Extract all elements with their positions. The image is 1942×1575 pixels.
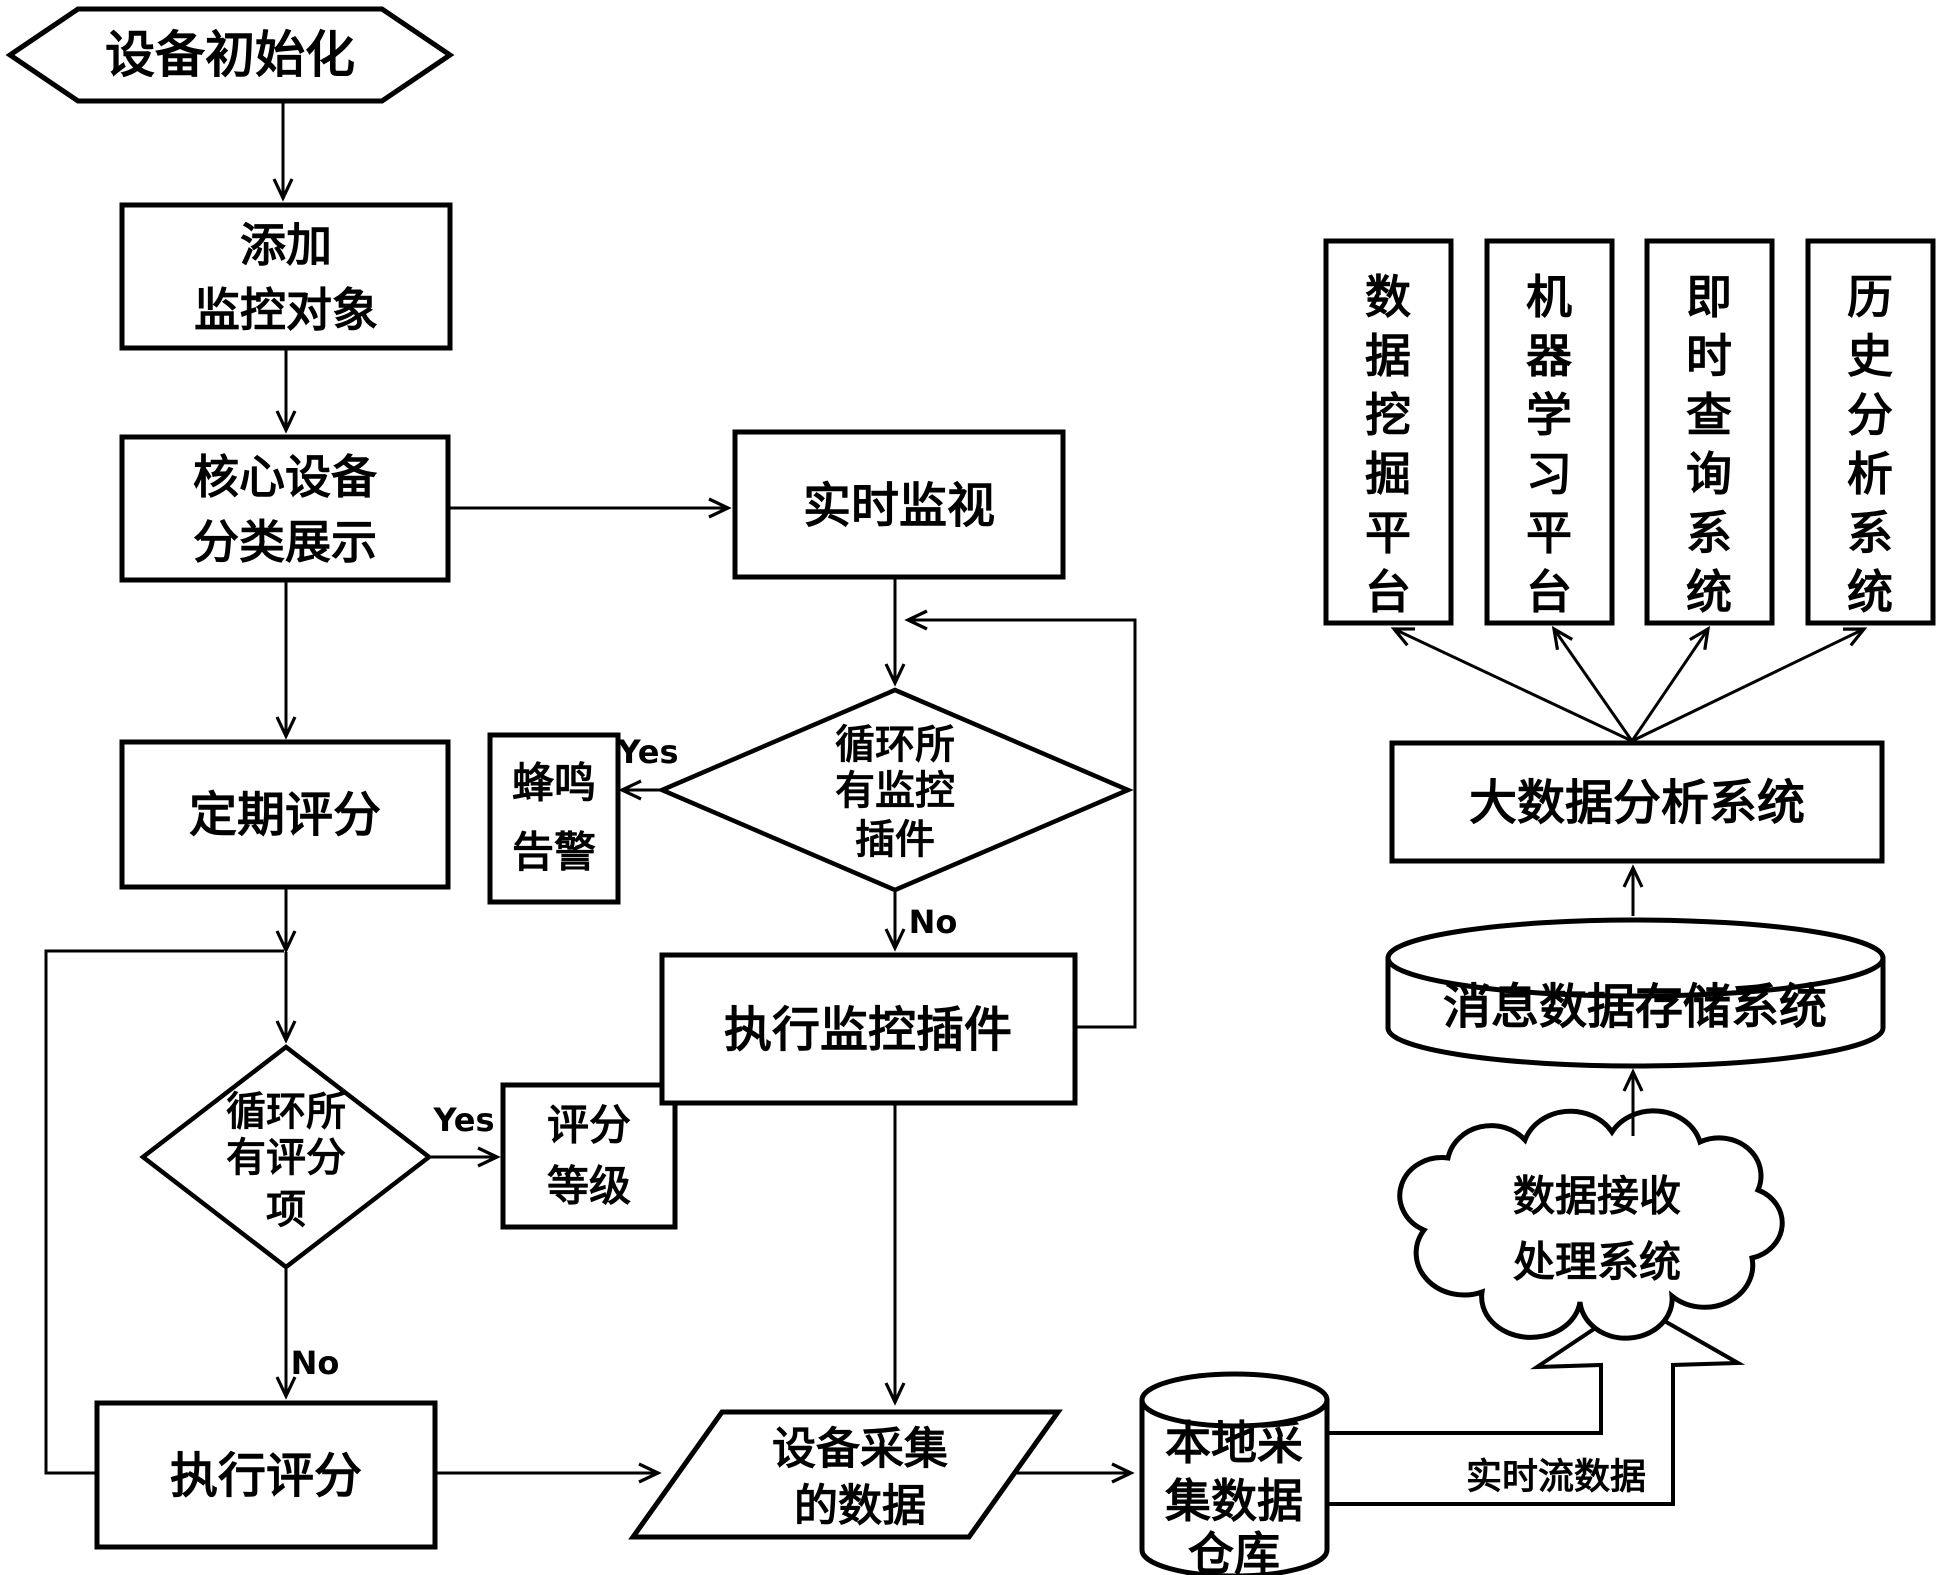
warehouse-line1: 本地采	[1165, 1416, 1303, 1470]
periodic-score-label: 定期评分	[189, 787, 381, 843]
platform1-char3: 挖	[1365, 388, 1411, 442]
buzzer-line1: 蜂鸣	[512, 759, 596, 808]
node-device-init: 设备初始化	[10, 9, 450, 101]
add-monitor-line1: 添加	[240, 218, 332, 272]
plugin-no-label: No	[909, 903, 958, 941]
loop-score-line1: 循环所	[226, 1089, 346, 1135]
platform3-char6: 统	[1686, 565, 1732, 619]
node-bigdata-analysis: 大数据分析系统	[1392, 743, 1882, 861]
platform3-char5: 系	[1686, 506, 1732, 560]
node-realtime-monitor: 实时监视	[735, 432, 1063, 577]
stream-data-label: 实时流数据	[1466, 1457, 1646, 1498]
device-data-line1: 设备采集	[772, 1424, 948, 1475]
cloud-line2: 处理系统	[1513, 1238, 1681, 1287]
platform4-char4: 析	[1847, 447, 1893, 501]
platform2-char1: 机	[1526, 270, 1572, 324]
exec-plugin-label: 执行监控插件	[724, 1002, 1012, 1058]
score-no-label: No	[291, 1344, 340, 1382]
platform4-char3: 分	[1847, 388, 1893, 442]
score-yes-label: Yes	[433, 1101, 495, 1139]
node-platform-instant-query: 即 时 查 询 系 统	[1647, 241, 1772, 623]
node-platform-machine-learning: 机 器 学 习 平 台	[1487, 241, 1612, 623]
node-score-level: 评分 等级	[503, 1085, 675, 1227]
node-periodic-score: 定期评分	[122, 742, 448, 887]
loop-plugin-line3: 插件	[855, 817, 935, 863]
platform3-char3: 查	[1686, 388, 1732, 442]
platform3-char1: 即	[1686, 270, 1732, 324]
platform4-char5: 系	[1847, 506, 1893, 560]
exec-score-label: 执行评分	[170, 1448, 362, 1504]
platform3-char4: 询	[1686, 447, 1732, 501]
edge-analysis-to-platform4	[1632, 629, 1864, 741]
node-local-data-warehouse: 本地采 集数据 仓库	[1142, 1374, 1327, 1575]
platform1-char6: 台	[1365, 565, 1411, 619]
message-storage-label: 消息数据存储系统	[1443, 979, 1827, 1035]
bigdata-analysis-label: 大数据分析系统	[1469, 775, 1805, 831]
score-level-line2: 等级	[547, 1162, 631, 1211]
node-loop-monitor-plugins: 循环所 有监控 插件	[662, 690, 1128, 890]
warehouse-line3: 仓库	[1188, 1527, 1280, 1575]
node-platform-history-analysis: 历 史 分 析 系 统	[1808, 241, 1933, 623]
platform2-char2: 器	[1526, 329, 1573, 383]
platform1-char1: 数	[1365, 270, 1411, 324]
platform2-char3: 学	[1526, 388, 1572, 442]
add-monitor-line2: 监控对象	[194, 283, 378, 337]
node-buzzer-alarm: 蜂鸣 告警	[490, 735, 618, 902]
platform1-char5: 平	[1365, 506, 1411, 560]
platform1-char4: 掘	[1365, 447, 1411, 501]
platform3-char2: 时	[1686, 329, 1732, 383]
node-core-display: 核心设备 分类展示	[122, 437, 448, 580]
edge-analysis-to-platform1	[1394, 629, 1632, 741]
loop-plugin-line2: 有监控	[835, 768, 955, 814]
plugin-yes-label: Yes	[617, 733, 679, 771]
warehouse-line2: 集数据	[1164, 1474, 1303, 1528]
node-exec-monitor-plugin: 执行监控插件	[662, 955, 1075, 1103]
loop-score-line3: 项	[266, 1187, 306, 1233]
platform4-char1: 历	[1847, 270, 1893, 324]
core-display-line1: 核心设备	[193, 450, 378, 504]
node-platform-data-mining: 数 据 挖 掘 平 台	[1326, 241, 1451, 623]
node-exec-score: 执行评分	[97, 1403, 435, 1547]
core-display-line2: 分类展示	[193, 515, 377, 569]
platform4-char2: 史	[1847, 329, 1893, 383]
device-init-label: 设备初始化	[105, 26, 355, 84]
cloud-line1: 数据接收	[1513, 1172, 1681, 1221]
platform4-char6: 统	[1847, 565, 1893, 619]
platform1-char2: 据	[1365, 329, 1411, 383]
loop-score-line2: 有评分	[226, 1135, 346, 1181]
node-data-receive-cloud: 数据接收 处理系统	[1400, 1111, 1782, 1338]
node-device-collected-data: 设备采集 的数据	[633, 1412, 1058, 1537]
score-level-line1: 评分	[547, 1101, 631, 1150]
realtime-monitor-label: 实时监视	[803, 478, 995, 534]
platform2-char4: 习	[1526, 447, 1572, 501]
node-message-storage: 消息数据存储系统	[1388, 920, 1883, 1066]
platform2-char6: 台	[1526, 565, 1572, 619]
device-data-line2: 的数据	[794, 1481, 926, 1532]
node-add-monitor: 添加 监控对象	[122, 205, 450, 348]
buzzer-line2: 告警	[512, 828, 596, 877]
loop-plugin-line1: 循环所	[835, 722, 955, 768]
platform2-char5: 平	[1526, 506, 1572, 560]
node-loop-score-items: 循环所 有评分 项	[143, 1047, 429, 1267]
